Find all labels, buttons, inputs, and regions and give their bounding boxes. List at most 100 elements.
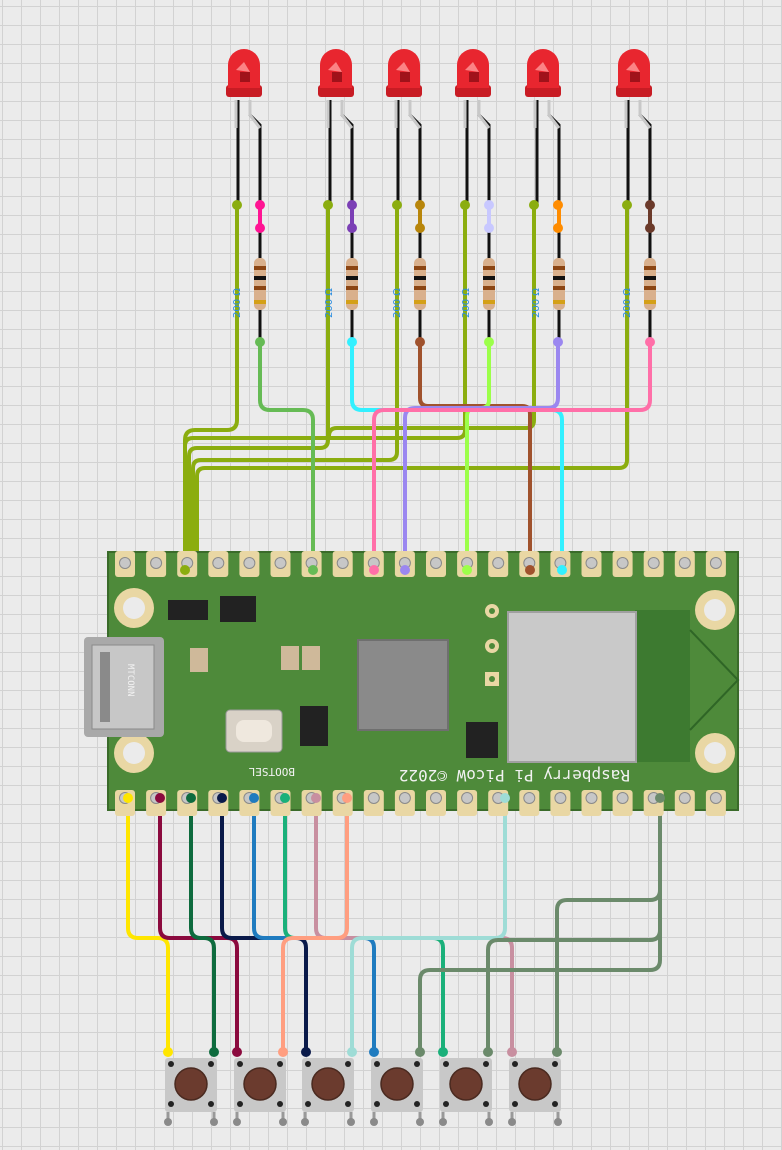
header-pin[interactable] xyxy=(208,790,229,816)
header-pin[interactable] xyxy=(208,551,229,577)
wire-btn-gnd-3[interactable] xyxy=(486,928,662,1054)
header-pin[interactable] xyxy=(239,551,260,577)
header-pin[interactable] xyxy=(146,551,167,577)
wire-gp-brown[interactable] xyxy=(418,340,532,570)
header-pin[interactable] xyxy=(270,551,291,577)
connection-dot xyxy=(369,565,379,575)
connection-dot xyxy=(232,200,242,210)
wire-btn-gnd[interactable] xyxy=(418,798,662,1054)
header-pin[interactable] xyxy=(581,551,602,577)
top-pin-header xyxy=(115,551,726,577)
wire-btn-maroon[interactable] xyxy=(158,798,239,1054)
wire-led4-gnd[interactable] xyxy=(183,203,467,448)
connection-dot xyxy=(645,337,655,347)
header-pin[interactable] xyxy=(643,551,664,577)
resistor-6[interactable]: 200 Ω xyxy=(622,205,656,342)
wire-btn-gnd-2[interactable] xyxy=(555,888,662,1054)
debug-pads xyxy=(485,604,499,686)
header-pin[interactable] xyxy=(426,551,446,577)
push-button-4[interactable] xyxy=(370,1058,424,1126)
wire-btn-darkgreen[interactable] xyxy=(189,798,216,1054)
wire-led3-gnd[interactable] xyxy=(191,203,399,570)
header-pin[interactable] xyxy=(426,790,446,816)
wire-btn-navy[interactable] xyxy=(220,798,308,1054)
connection-dot xyxy=(186,793,196,803)
wire-gp-pink[interactable] xyxy=(372,340,652,570)
connection-points xyxy=(123,200,665,1057)
connection-dot xyxy=(438,1047,448,1057)
wires xyxy=(126,203,662,1054)
raspberry-pi-pico-w[interactable]: MTCONN BOOTSEL Raspberry Pi PicoW ©2022 xyxy=(84,551,740,816)
resistor-3[interactable]: 200 Ω xyxy=(392,205,426,342)
header-pin[interactable] xyxy=(457,790,478,816)
connection-dot xyxy=(529,200,539,210)
resistor-label: 200 Ω xyxy=(461,288,472,318)
push-button-2[interactable] xyxy=(233,1058,287,1126)
wire-btn-aqua[interactable] xyxy=(350,798,507,1054)
bootsel-button[interactable] xyxy=(225,709,283,753)
header-pin[interactable] xyxy=(394,790,415,816)
header-pin[interactable] xyxy=(550,790,571,816)
connection-dot xyxy=(645,200,655,210)
wire-btn-salmon[interactable] xyxy=(281,798,349,1054)
header-pin[interactable] xyxy=(146,790,167,816)
connection-dot xyxy=(209,1047,219,1057)
header-pin[interactable] xyxy=(705,551,726,577)
connection-dot xyxy=(232,1047,242,1057)
wire-gp-lime[interactable] xyxy=(465,340,491,570)
connection-dot xyxy=(347,337,357,347)
usb-connector: MTCONN xyxy=(84,637,164,737)
led-2[interactable] xyxy=(318,49,354,205)
push-button-6[interactable] xyxy=(508,1058,562,1126)
header-pin[interactable] xyxy=(115,790,135,816)
connection-dot xyxy=(163,1047,173,1057)
wire-led6-gnd[interactable] xyxy=(195,203,629,570)
header-pin[interactable] xyxy=(332,551,353,577)
led-1[interactable] xyxy=(226,49,262,205)
led-5[interactable] xyxy=(525,49,561,205)
connection-dot xyxy=(323,200,333,210)
push-button-5[interactable] xyxy=(439,1058,493,1126)
antenna-area xyxy=(635,610,690,762)
connection-dot xyxy=(557,565,567,575)
led-6[interactable] xyxy=(616,49,652,205)
wire-gp-green[interactable] xyxy=(258,340,315,570)
resistor-5[interactable]: 200 Ω xyxy=(531,205,565,342)
connection-dot xyxy=(460,200,470,210)
cap-a xyxy=(190,648,208,672)
header-pin[interactable] xyxy=(612,790,633,816)
connection-dot xyxy=(347,1047,357,1057)
header-pin[interactable] xyxy=(488,551,509,577)
led-4[interactable] xyxy=(455,49,491,205)
wire-led5-gnd[interactable] xyxy=(327,203,536,438)
wire-led2-gnd[interactable] xyxy=(187,203,330,570)
small-chip xyxy=(466,722,498,758)
push-button-1[interactable] xyxy=(164,1058,218,1126)
brand-label: Raspberry Pi PicoW ©2022 xyxy=(399,766,630,785)
header-pin[interactable] xyxy=(519,790,540,816)
wire-btn-yellow[interactable] xyxy=(126,798,170,1054)
wireless-module xyxy=(507,611,637,763)
resistor-1[interactable]: 200 Ω xyxy=(232,205,266,342)
header-pin[interactable] xyxy=(612,551,633,577)
header-pin[interactable] xyxy=(674,551,695,577)
cap-c xyxy=(302,646,320,670)
connection-dot xyxy=(645,223,655,233)
header-pin[interactable] xyxy=(363,790,384,816)
connection-dot xyxy=(217,793,227,803)
resistor-label: 200 Ω xyxy=(392,288,403,318)
header-pin[interactable] xyxy=(115,551,135,577)
antenna-trace xyxy=(689,629,740,731)
header-pin[interactable] xyxy=(177,790,198,816)
connection-dot xyxy=(249,793,259,803)
header-pin[interactable] xyxy=(581,790,602,816)
header-pin[interactable] xyxy=(674,790,695,816)
connection-dot xyxy=(347,200,357,210)
connection-dot xyxy=(180,565,190,575)
connection-dot xyxy=(484,337,494,347)
led-3[interactable] xyxy=(386,49,422,205)
header-pin[interactable] xyxy=(705,790,726,816)
push-button-3[interactable] xyxy=(301,1058,355,1126)
wire-led1-gnd[interactable] xyxy=(183,203,239,570)
